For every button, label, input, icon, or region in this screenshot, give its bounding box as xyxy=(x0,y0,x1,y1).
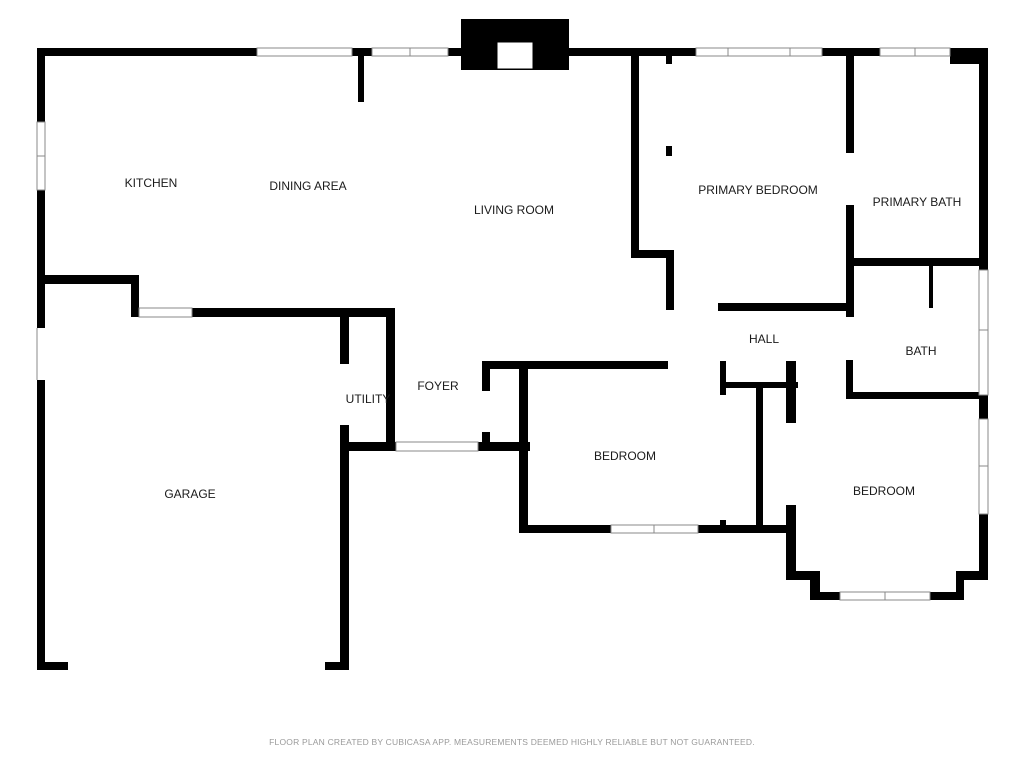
room-label-living-room: LIVING ROOM xyxy=(474,203,554,217)
room-label-primary-bath: PRIMARY BATH xyxy=(873,195,962,209)
room-label-dining-area: DINING AREA xyxy=(269,179,346,193)
room-label-hall: HALL xyxy=(749,332,779,346)
room-label-bath: BATH xyxy=(905,344,936,358)
windows xyxy=(36,47,989,601)
room-labels: KITCHEN DINING AREA LIVING ROOM PRIMARY … xyxy=(125,176,962,501)
room-label-garage: GARAGE xyxy=(164,487,215,501)
footer-disclaimer: FLOOR PLAN CREATED BY CUBICASA APP. MEAS… xyxy=(269,737,755,747)
room-label-kitchen: KITCHEN xyxy=(125,176,178,190)
room-label-foyer: FOYER xyxy=(417,379,459,393)
walls xyxy=(37,19,988,670)
room-label-bedroom-1: BEDROOM xyxy=(594,449,656,463)
room-label-bedroom-2: BEDROOM xyxy=(853,484,915,498)
room-label-utility: UTILITY xyxy=(346,392,391,406)
room-label-primary-bedroom: PRIMARY BEDROOM xyxy=(698,183,818,197)
